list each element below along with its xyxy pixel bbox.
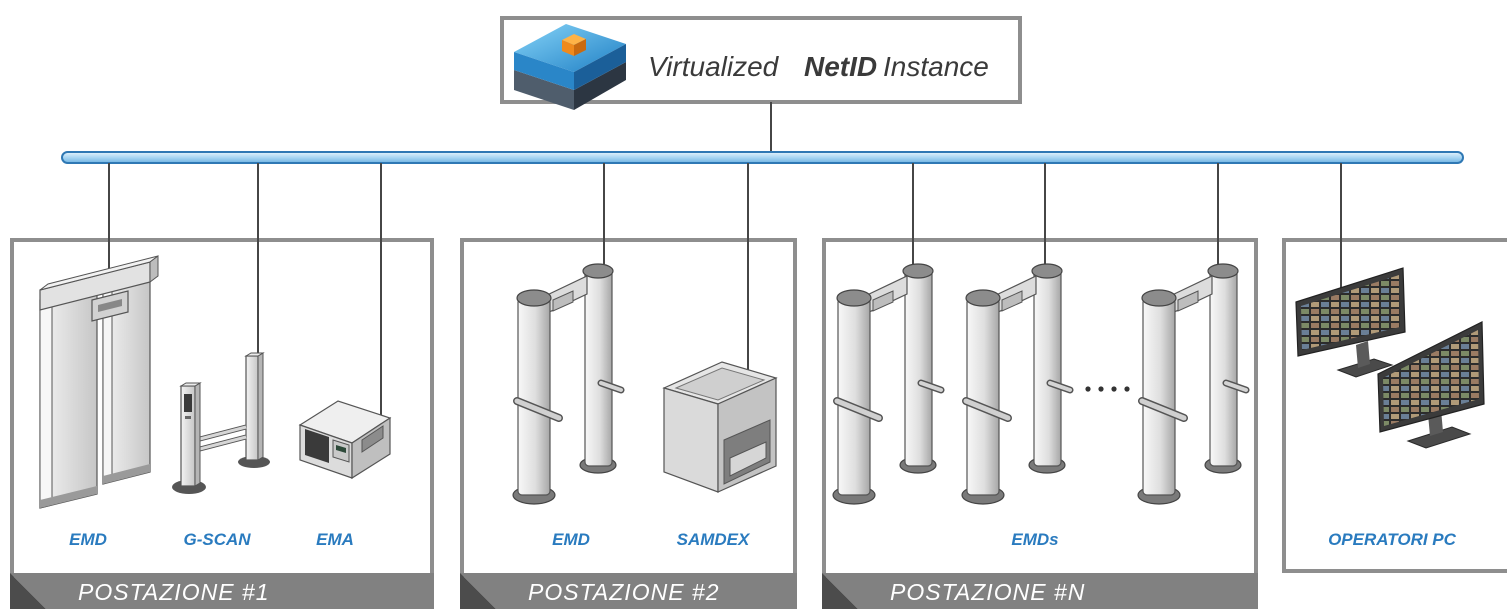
monitor-icon	[1377, 321, 1485, 449]
ellipsis-dots	[1085, 386, 1130, 392]
station-banner-label: POSTAZIONE #1	[78, 579, 270, 605]
operators-frame	[1282, 238, 1507, 573]
virtual-server-icon	[514, 24, 626, 110]
instance-title-pre: Virtualized	[648, 51, 780, 82]
instance-title-bold: NetID	[804, 51, 877, 82]
station-banner-label: POSTAZIONE #2	[528, 579, 720, 605]
device-label-g-scan: G-SCAN	[183, 530, 251, 549]
station-banner-2: POSTAZIONE #2	[460, 573, 797, 609]
device-label-emds: EMDs	[1011, 530, 1058, 549]
network-bus	[61, 151, 1464, 164]
device-label-emd: EMD	[69, 530, 107, 549]
device-label-emd: EMD	[552, 530, 590, 549]
instance-title-post: Instance	[883, 51, 989, 82]
emd-gate	[962, 264, 1070, 504]
station-banner-label: POSTAZIONE #N	[890, 579, 1085, 605]
ema-device	[298, 400, 392, 480]
emd-walkthrough-gate	[39, 255, 159, 509]
monitor-icon	[1295, 267, 1406, 378]
emd-gate	[1138, 264, 1246, 504]
station-frame-1	[10, 238, 434, 609]
station-banner-1: POSTAZIONE #1	[10, 573, 434, 609]
emd-gate	[513, 264, 621, 504]
emd-gate	[833, 264, 941, 504]
device-label-samdex: SAMDEX	[677, 530, 751, 549]
g-scan-device	[172, 352, 270, 494]
samdex-device	[662, 361, 778, 493]
device-label-operators: OPERATORI PC	[1328, 530, 1457, 549]
station-banner-n: POSTAZIONE #N	[822, 573, 1258, 609]
station-frame-2	[460, 238, 797, 609]
device-label-ema: EMA	[316, 530, 354, 549]
station-frame-n	[822, 238, 1258, 609]
